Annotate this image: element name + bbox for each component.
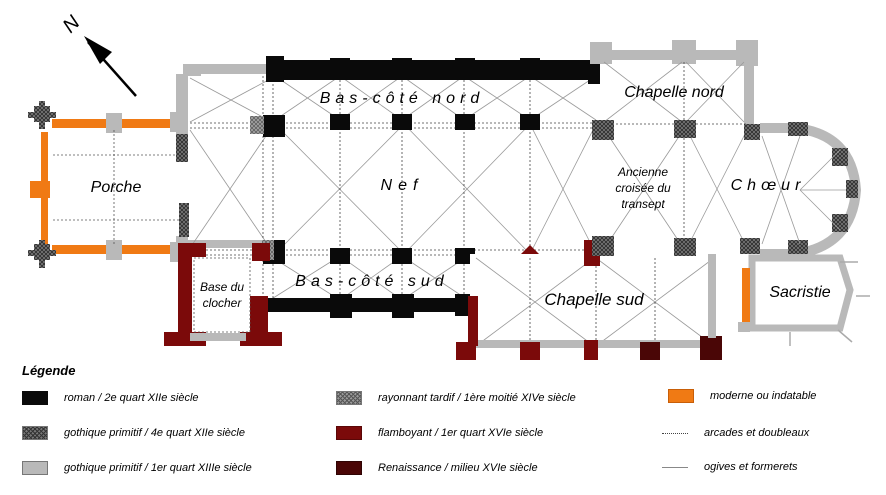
legend-label-flamboyant: flamboyant / 1er quart XVIe siècle (378, 427, 544, 439)
north-arrow-label: N (59, 11, 85, 37)
label-nef: Nef (381, 177, 424, 194)
legend-label-ogives: ogives et formerets (704, 461, 798, 473)
chapelle-sud-area (456, 240, 722, 360)
legend-title: Légende (22, 363, 76, 378)
legend-swatch-rayonnant (336, 391, 362, 405)
nef-area (176, 56, 608, 318)
label-croisee-line2: croisée du (615, 181, 671, 195)
legend-label-arcades: arcades et doubleaux (704, 427, 810, 439)
legend: Légende roman / 2e quart XIIe siècle got… (0, 355, 886, 495)
legend-label-renaissance: Renaissance / milieu XVIe siècle (378, 462, 538, 474)
legend-item-rayonnant: rayonnant tardif / 1ère moitié XIVe sièc… (336, 390, 576, 406)
legend-label-rayonnant: rayonnant tardif / 1ère moitié XIVe sièc… (378, 392, 576, 404)
church-floor-plan: N (28, 11, 870, 360)
legend-item-roman: roman / 2e quart XIIe siècle (22, 390, 199, 406)
label-clocher-line1: Base du (200, 280, 244, 294)
chapelle-nord-area (590, 40, 758, 250)
label-porche: Porche (91, 179, 142, 196)
label-clocher-line2: clocher (203, 296, 243, 310)
clocher-area (164, 243, 282, 346)
legend-item-gothique-1er: gothique primitif / 1er quart XIIIe sièc… (22, 460, 252, 476)
legend-swatch-roman (22, 391, 48, 405)
legend-swatch-gothique-1er (22, 461, 48, 475)
label-sacristie: Sacristie (769, 284, 830, 301)
legend-item-flamboyant: flamboyant / 1er quart XVIe siècle (336, 425, 543, 441)
legend-swatch-moderne (668, 389, 694, 403)
legend-swatch-ogives (662, 466, 688, 468)
legend-swatch-renaissance (336, 461, 362, 475)
legend-label-gothique-4e: gothique primitif / 4e quart XIIe siècle (64, 427, 245, 439)
label-choeur: Chœur (731, 177, 806, 194)
label-croisee-line1: Ancienne (617, 165, 668, 179)
porche-area (28, 101, 188, 268)
choeur-area (760, 122, 862, 259)
croisee-area (592, 120, 762, 256)
legend-item-renaissance: Renaissance / milieu XVIe siècle (336, 460, 538, 476)
label-bas-cote-nord: Bas-côté nord (320, 90, 485, 107)
label-croisee-line3: transept (621, 197, 665, 211)
legend-item-moderne: moderne ou indatable (668, 388, 816, 404)
legend-swatch-arcades (662, 432, 688, 434)
legend-swatch-flamboyant (336, 426, 362, 440)
legend-item-arcades: arcades et doubleaux (662, 425, 809, 441)
label-chapelle-sud: Chapelle sud (544, 290, 644, 309)
legend-item-gothique-4e: gothique primitif / 4e quart XIIe siècle (22, 425, 245, 441)
label-chapelle-nord: Chapelle nord (624, 84, 725, 101)
legend-swatch-gothique-4e (22, 426, 48, 440)
sacristie-area (738, 254, 870, 346)
legend-label-roman: roman / 2e quart XIIe siècle (64, 392, 199, 404)
legend-item-ogives: ogives et formerets (662, 459, 798, 475)
north-arrow: N (59, 11, 137, 97)
legend-label-gothique-1er: gothique primitif / 1er quart XIIIe sièc… (64, 462, 252, 474)
label-bas-cote-sud: Bas-côté sud (295, 273, 448, 290)
legend-label-moderne: moderne ou indatable (710, 390, 817, 402)
